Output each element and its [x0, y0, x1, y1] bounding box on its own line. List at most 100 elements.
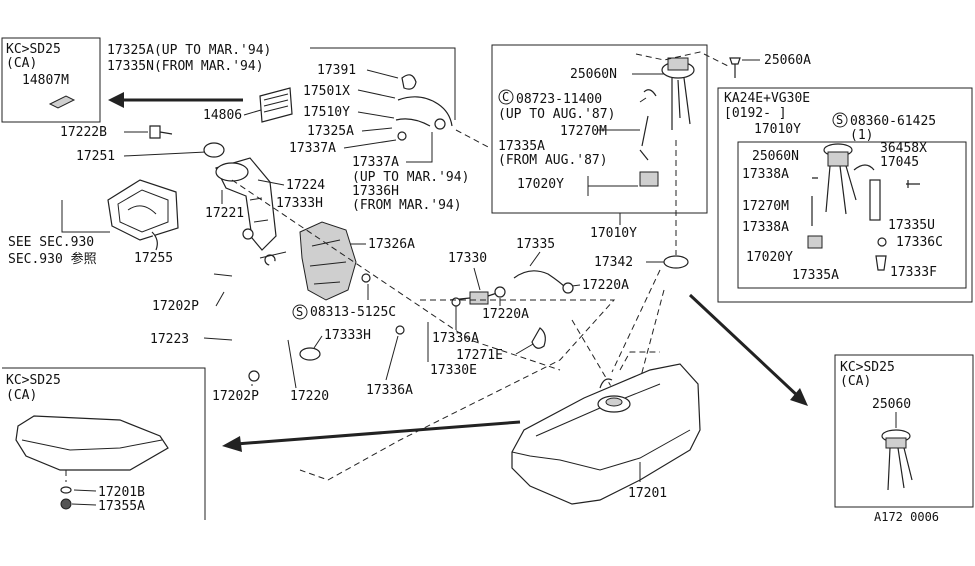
inset-bottom-right-line2: (CA): [840, 374, 871, 389]
label-17224: 17224: [286, 178, 325, 193]
leader-17510Y: [357, 111, 395, 119]
leader-17337A-2: [406, 132, 433, 163]
leader-17325A: [361, 127, 393, 132]
gasket-17342-icon: [663, 255, 689, 269]
right-label-17338A-1: 17338A: [742, 167, 789, 182]
hose-icon: [643, 89, 657, 97]
center-leaders: [587, 73, 664, 196]
screw-icon: [361, 273, 371, 283]
inset-bottom-right-part: 25060: [872, 397, 911, 412]
right-box-outer: [717, 87, 973, 303]
label-17342: 17342: [594, 255, 633, 270]
hose-17270M-right-icon: [811, 177, 818, 226]
label-17335: 17335: [516, 237, 555, 252]
label-17330: 17330: [448, 251, 487, 266]
label-plate-icon: [48, 95, 76, 109]
clip-17391-icon: [401, 74, 417, 90]
leader-17220: [287, 339, 297, 389]
leader-17251: [123, 151, 207, 157]
hose-17255-icon: [151, 231, 158, 251]
label-17337A-2: 17337A: [352, 155, 399, 170]
label-17220A-1: 17220A: [582, 278, 629, 293]
leader-see-sec: [61, 200, 110, 233]
clamp-17220A-icon: [562, 282, 574, 294]
center-label-17335A: 17335A: [498, 139, 545, 154]
leader-17202P-1: [215, 291, 225, 307]
leader-17337A-1: [343, 139, 397, 149]
label-17330E: 17330E: [430, 363, 477, 378]
tank-dash: [619, 351, 660, 371]
fuel-tank: [511, 351, 701, 505]
label-17201: 17201: [628, 486, 667, 501]
hose-17335U-icon: [869, 179, 881, 221]
sender-tubes-icon: [671, 77, 691, 130]
label-14806: 14806: [203, 108, 242, 123]
center-dash-line: [635, 51, 729, 67]
label-17271E: 17271E: [456, 348, 503, 363]
circled-s-symbol-2: [292, 304, 308, 320]
center-label-17020Y: 17020Y: [517, 177, 564, 192]
center-label-25060N: 25060N: [570, 67, 617, 82]
leader-17501X: [357, 89, 396, 99]
center-label-17270M: 17270M: [560, 124, 607, 139]
label-17335N-from: 17335N(FROM MAR.'94): [107, 59, 264, 74]
label-17223: 17223: [150, 332, 189, 347]
inset-top-left-part: 14807M: [22, 73, 69, 88]
label-17337A-1: 17337A: [289, 141, 336, 156]
inset-bottom-left-line2: (CA): [6, 388, 37, 403]
label-17220A-2: 17220A: [482, 307, 529, 322]
center-box-below-label: 17010Y: [590, 226, 637, 241]
bolt-icon-2: [906, 180, 920, 188]
label-17202P-2: 17202P: [212, 389, 259, 404]
right-label-08360: 08360-61425: [850, 114, 936, 129]
inset-bottom-left-frame: [2, 367, 206, 520]
clamp-17220A-icon-2: [494, 286, 506, 298]
clamp-17336A-icon-2: [395, 325, 405, 335]
label-17222B: 17222B: [60, 125, 107, 140]
sender-top-icon: [667, 57, 689, 71]
center-label-upto87: (UP TO AUG.'87): [498, 107, 615, 122]
inset-top-left: KC>SD25 (CA) 14807M: [1, 37, 101, 123]
right-label-17333F: 17333F: [890, 265, 937, 280]
label-upto94: (UP TO MAR.'94): [352, 170, 469, 185]
leader-17391: [366, 69, 399, 79]
tank-corner-seam: [21, 439, 163, 451]
inset-bottom-left-part2: 17355A: [98, 499, 145, 514]
label-17333H-2: 17333H: [324, 328, 371, 343]
right-label-17270M: 17270M: [742, 199, 789, 214]
right-sender-body-icon: [827, 151, 849, 167]
right-label-qty: (1): [850, 128, 873, 143]
right-label-17045: 17045: [880, 155, 919, 170]
label-17221: 17221: [205, 206, 244, 221]
clamp-17333H-icon: [299, 347, 321, 361]
clamp-17202P-icon: [248, 370, 260, 382]
hose-17220-inner: [269, 261, 305, 357]
circled-s-letter: S: [836, 113, 843, 127]
inset-top-left-line2: (CA): [6, 56, 37, 71]
inset-bottom-left-leaders: [71, 489, 97, 506]
inset-top-left-frame: [1, 37, 101, 123]
hose-17335A-icon: [639, 149, 649, 161]
gasket-plate-inner: [117, 189, 169, 233]
right-label-17335U: 17335U: [888, 218, 935, 233]
hose-17330E-inner: [401, 311, 445, 331]
clamp-icon: [434, 118, 446, 130]
drawing-code: A172 0006: [874, 510, 939, 524]
label-17325A-up: 17325A(UP TO MAR.'94): [107, 43, 271, 58]
leader-17333H-2: [313, 335, 323, 349]
right-label-36458X: 36458X: [880, 141, 927, 156]
tank-pipe-icon: [599, 378, 613, 389]
inset-bottom-right-line1: KC>SD25: [840, 360, 895, 375]
leader-17330: [473, 267, 481, 291]
label-from94: (FROM MAR.'94): [352, 198, 462, 213]
leader-17223: [203, 337, 233, 341]
clip-17333F-icon: [875, 255, 887, 271]
center-label-from87: (FROM AUG.'87): [498, 153, 608, 168]
label-17333H-1: 17333H: [276, 196, 323, 211]
neck-leaders: [213, 251, 287, 277]
pointer-arrow-bottom-left: [235, 420, 521, 446]
label-17391: 17391: [317, 63, 356, 78]
inset-top-left-line1: KC>SD25: [6, 42, 61, 57]
label-17326A: 17326A: [368, 237, 415, 252]
